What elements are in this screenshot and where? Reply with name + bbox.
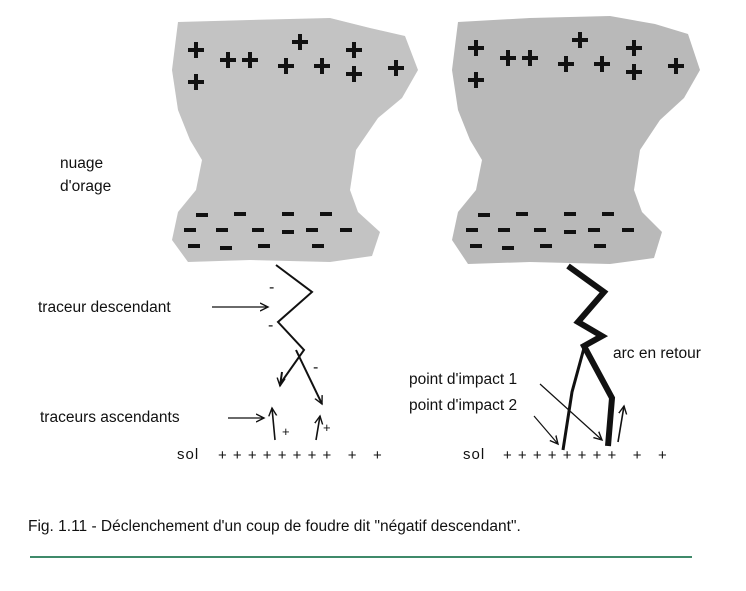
thundercloud-left bbox=[172, 18, 418, 262]
positive-charge bbox=[594, 56, 610, 72]
negative-charge bbox=[320, 212, 332, 216]
negative-charge bbox=[564, 212, 576, 216]
cloud-label-line2: d'orage bbox=[60, 178, 111, 195]
cloud-minus-charges-right bbox=[466, 212, 634, 250]
stepped-leader-label: traceur descendant bbox=[38, 299, 171, 316]
leader-branch bbox=[295, 349, 323, 404]
ground-label-right: sol bbox=[463, 446, 485, 463]
negative-charge bbox=[340, 228, 352, 232]
thundercloud-right bbox=[452, 16, 700, 264]
cloud-plus-charges-right bbox=[468, 32, 684, 88]
positive-charge bbox=[188, 74, 204, 90]
negative-charge bbox=[502, 246, 514, 250]
negative-charge bbox=[196, 213, 208, 217]
negative-charge bbox=[540, 244, 552, 248]
impact-2-arrow bbox=[533, 415, 558, 444]
impact-2-label: point d'impact 2 bbox=[409, 397, 517, 414]
channel-branch bbox=[561, 347, 586, 451]
upward-leader-charge: + bbox=[282, 424, 290, 439]
figure-caption: Fig. 1.11 - Déclenchement d'un coup de f… bbox=[28, 518, 521, 535]
negative-charge bbox=[252, 228, 264, 232]
positive-charge bbox=[522, 50, 538, 66]
cloud-plus-charges-left bbox=[188, 34, 404, 90]
negative-charge bbox=[282, 230, 294, 234]
negative-charge bbox=[282, 212, 294, 216]
negative-charge bbox=[470, 244, 482, 248]
upward-leader-charge: + bbox=[323, 420, 331, 435]
left-panel: nuage d'orage - - - + + traceur descenda… bbox=[38, 18, 418, 464]
positive-charge bbox=[500, 50, 516, 66]
negative-charge bbox=[478, 213, 490, 217]
upward-leader-right bbox=[617, 406, 624, 443]
upward-leader bbox=[272, 408, 275, 441]
negative-charge bbox=[498, 228, 510, 232]
cloud-label-line1: nuage bbox=[60, 155, 103, 172]
impact-1-label: point d'impact 1 bbox=[409, 371, 517, 388]
impact-1-arrow bbox=[539, 383, 602, 440]
negative-charge bbox=[594, 244, 606, 248]
caption-rule bbox=[30, 556, 692, 558]
return-stroke-label: arc en retour bbox=[613, 345, 701, 362]
negative-charge bbox=[184, 228, 196, 232]
positive-charge bbox=[242, 52, 258, 68]
positive-charge bbox=[468, 40, 484, 56]
positive-charge bbox=[572, 32, 588, 48]
right-panel: arc en retour point d'impact 1 point d'i… bbox=[409, 16, 701, 464]
positive-charge bbox=[346, 42, 362, 58]
ground-charges-left: + + + + + + + + + + bbox=[218, 447, 383, 464]
negative-charge bbox=[312, 244, 324, 248]
leader-negative-charge: - bbox=[313, 359, 318, 376]
return-stroke-channel bbox=[566, 263, 616, 447]
leader-tip bbox=[280, 371, 282, 386]
positive-charge bbox=[626, 40, 642, 56]
negative-charge bbox=[516, 212, 528, 216]
negative-charge bbox=[534, 228, 546, 232]
ground-charges-right: + + + + + + + + + + bbox=[503, 447, 668, 464]
positive-charge bbox=[468, 72, 484, 88]
positive-charge bbox=[278, 58, 294, 74]
negative-charge bbox=[220, 246, 232, 250]
positive-charge bbox=[558, 56, 574, 72]
negative-charge bbox=[216, 228, 228, 232]
positive-charge bbox=[188, 42, 204, 58]
positive-charge bbox=[220, 52, 236, 68]
cloud-minus-charges-left bbox=[184, 212, 352, 250]
positive-charge bbox=[314, 58, 330, 74]
negative-charge bbox=[258, 244, 270, 248]
negative-charge bbox=[234, 212, 246, 216]
leader-negative-charge: - bbox=[269, 279, 274, 296]
positive-charge bbox=[668, 58, 684, 74]
positive-charge bbox=[292, 34, 308, 50]
negative-charge bbox=[188, 244, 200, 248]
upward-leaders-label: traceurs ascendants bbox=[40, 409, 180, 426]
positive-charge bbox=[388, 60, 404, 76]
negative-charge bbox=[564, 230, 576, 234]
negative-charge bbox=[588, 228, 600, 232]
negative-charge bbox=[602, 212, 614, 216]
leader-negative-charge: - bbox=[268, 317, 273, 334]
positive-charge bbox=[626, 64, 642, 80]
upward-leader bbox=[316, 416, 320, 441]
negative-charge bbox=[306, 228, 318, 232]
stepped-leader bbox=[275, 264, 314, 385]
positive-charge bbox=[346, 66, 362, 82]
negative-charge bbox=[466, 228, 478, 232]
ground-label: sol bbox=[177, 446, 199, 463]
negative-charge bbox=[622, 228, 634, 232]
